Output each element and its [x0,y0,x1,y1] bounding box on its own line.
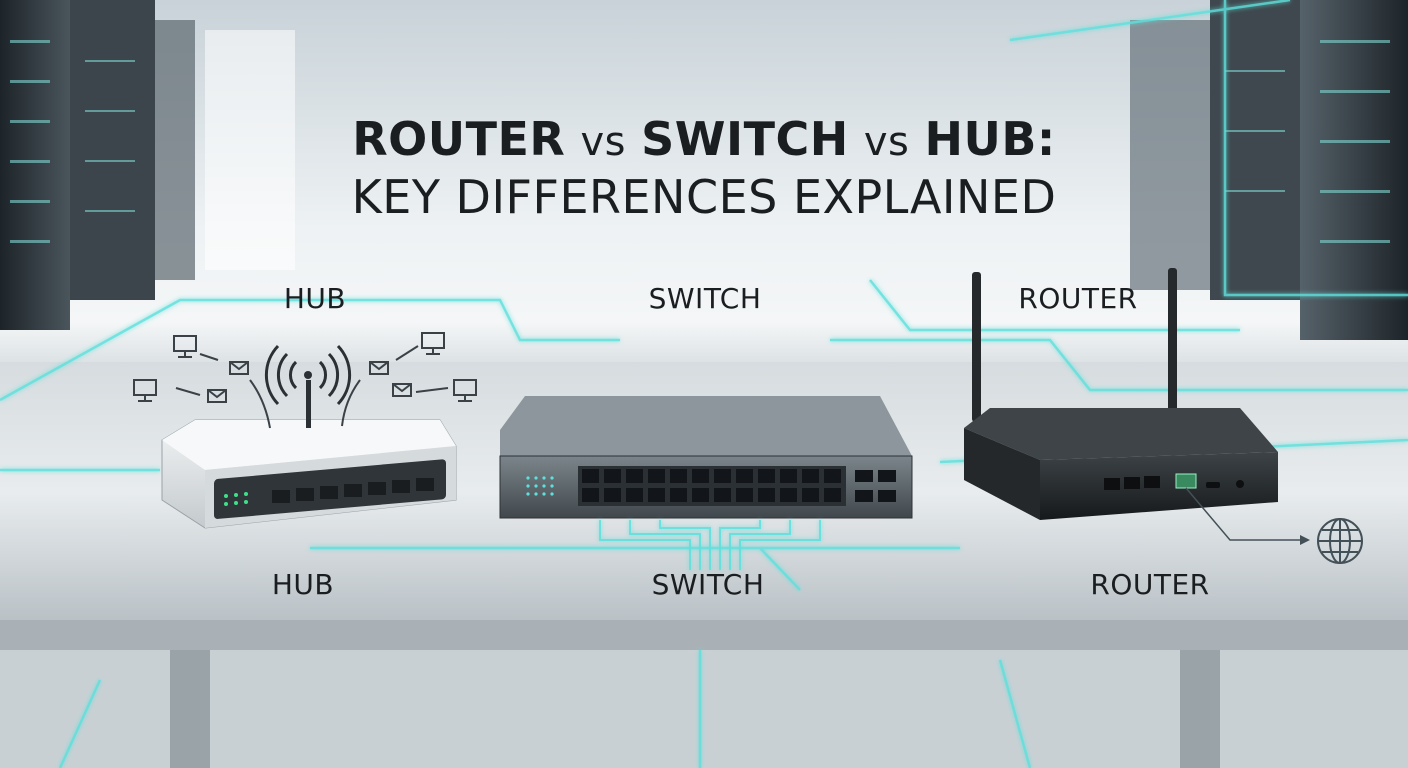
hub-ports [272,478,434,503]
hub-label-bottom: HUB [271,568,335,601]
hub-broadcast [133,332,477,429]
router-antenna-left [972,272,981,422]
table-edge [0,620,1408,650]
router-device [964,268,1363,564]
router-wan-port [1175,473,1197,489]
title-line-1: ROUTER vs SWITCH vs HUB: [0,112,1408,166]
title-vs-2: vs [863,119,910,165]
wifi-signal-icon [264,344,352,406]
router-label-bottom: ROUTER [1090,568,1210,601]
computer-icon [173,335,197,358]
envelope-icon [392,383,412,397]
globe-icon [1317,518,1363,564]
envelope-icon [369,361,389,375]
switch-leds [526,476,554,496]
switch-traces [599,520,821,570]
title-word-router: ROUTER [352,112,566,166]
hub-label-top: HUB [283,282,347,315]
router-label-top: ROUTER [1018,282,1138,315]
title-word-hub: HUB: [924,112,1056,166]
title-vs-1: vs [580,119,626,165]
server-rack-right [1130,0,1408,340]
hub-leds [224,492,248,506]
switch-label-top: SWITCH [648,282,762,315]
hub-device [161,344,457,529]
title-line-2: KEY DIFFERENCES EXPLAINED [351,170,1057,224]
switch-device [499,396,913,519]
router-ports [1104,476,1160,490]
server-rack-left [0,0,195,330]
router-antenna-right [1168,268,1177,418]
window [205,30,295,270]
switch-label-bottom: SWITCH [651,568,765,601]
computer-icon [133,379,157,402]
switch-ports [582,469,896,502]
table-leg-left [170,650,210,768]
table-leg-right [1180,650,1220,768]
title-word-switch: SWITCH [641,112,849,166]
envelope-icon [229,361,249,375]
arrow-icon [1185,487,1300,541]
hub-antenna [306,380,311,428]
computer-icon [421,332,445,355]
envelope-icon [207,389,227,403]
computer-icon [453,379,477,402]
